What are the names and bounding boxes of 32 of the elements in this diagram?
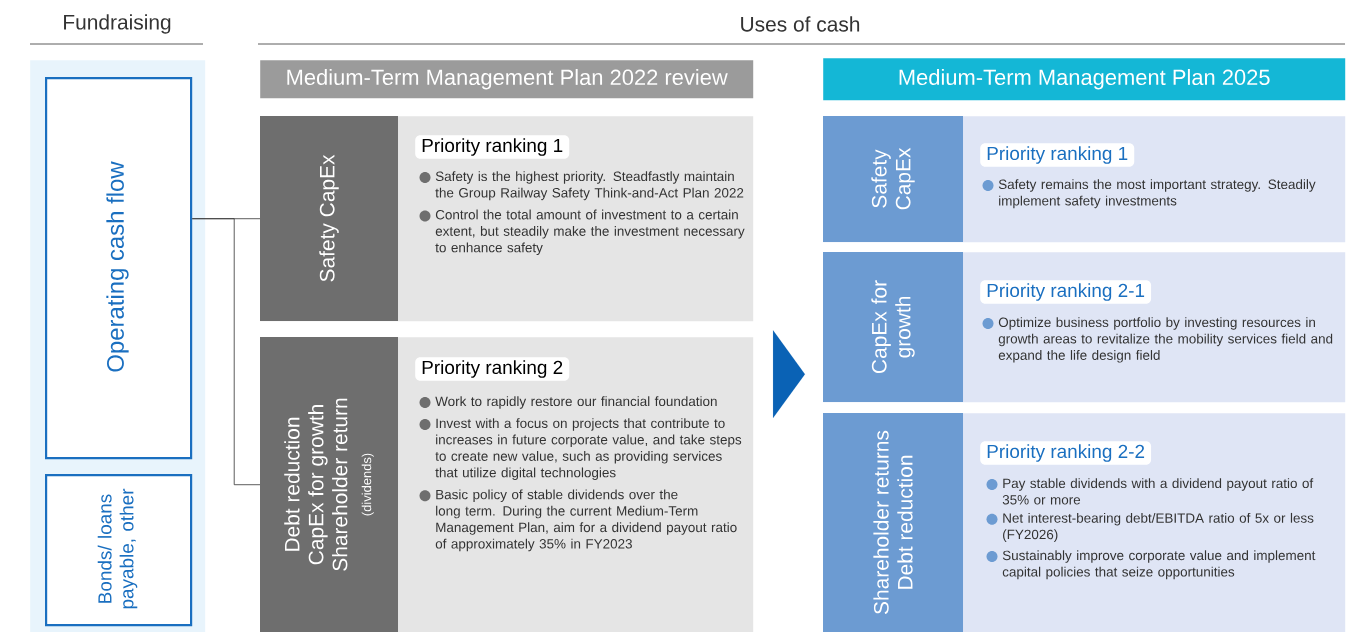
bullet-item: Invest with a focus on projects that contribute to increases in future corporate value, and take steps to create new value, such as providing services that utilize digital technologies bbox=[419, 418, 742, 480]
source-box: Operating cash flow bbox=[45, 77, 193, 460]
node-label: CapEx for growth bbox=[308, 405, 328, 565]
header-bar: Medium-Term Management Plan 2022 review bbox=[260, 60, 754, 99]
node-label: (dividends) bbox=[361, 453, 374, 516]
header-bar: Medium-Term Management Plan 2025 bbox=[823, 58, 1346, 101]
side-label: Debt reduction CapEx for growth Shareholder return (dividends) bbox=[284, 398, 374, 571]
bullet-item: Work to rapidly restore our financial foundation bbox=[419, 396, 717, 409]
node-label: Shareholder return bbox=[332, 398, 348, 571]
side-label: Safety CapEx bbox=[871, 147, 915, 210]
section-heading: Fundraising bbox=[64, 14, 171, 34]
ranking-badge: Priority ranking 2-2 bbox=[980, 441, 1152, 465]
side-label: CapEx for growth bbox=[871, 280, 915, 374]
bullet-item: Optimize business portfolio by investing resources in growth areas to revitalize the mobility services field and expand the life design field bbox=[982, 317, 1333, 363]
ranking-badge: Priority ranking 2 bbox=[415, 357, 570, 381]
bullet-item: Control the total amount of investment to a certain extent, but steadily make the investment necessary to enhance safety bbox=[419, 209, 745, 255]
bullet-item: Basic policy of stable dividends over the long term. During the current Medium-Term Management Plan, aim for a dividend payout ratio of approximately 35% in FY2023 bbox=[419, 489, 737, 552]
source-box: Bonds/ loans payable, other bbox=[45, 474, 193, 627]
bullet-item: Safety is the highest priority. Steadfastly maintain the Group Railway Safety Think-and-Act Plan 2022 bbox=[419, 171, 744, 201]
ranking-badge: Priority ranking 2-1 bbox=[980, 280, 1152, 304]
bullet-item: Safety remains the most important strategy. Steadily implement safety investments bbox=[982, 179, 1316, 209]
connector-line bbox=[191, 218, 261, 486]
section-heading: Uses of cash bbox=[741, 16, 860, 32]
node-label: Debt reduction bbox=[284, 417, 300, 551]
direction-chevron bbox=[773, 330, 805, 419]
ranking-badge: Priority ranking 1 bbox=[415, 135, 570, 159]
side-label: Safety CapEx bbox=[319, 154, 339, 282]
bullet-item: Pay stable dividends with a dividend payout ratio of 35% or more bbox=[986, 478, 1314, 505]
bullet-item: Sustainably improve corporate value and implement capital policies that seize opportunities bbox=[986, 550, 1316, 580]
side-label: Shareholder returns Debt reduction bbox=[873, 430, 913, 614]
bullet-item: Net interest-bearing debt/EBITDA ratio of 5x or less (FY2026) bbox=[986, 512, 1314, 542]
ranking-badge: Priority ranking 1 bbox=[980, 143, 1135, 167]
